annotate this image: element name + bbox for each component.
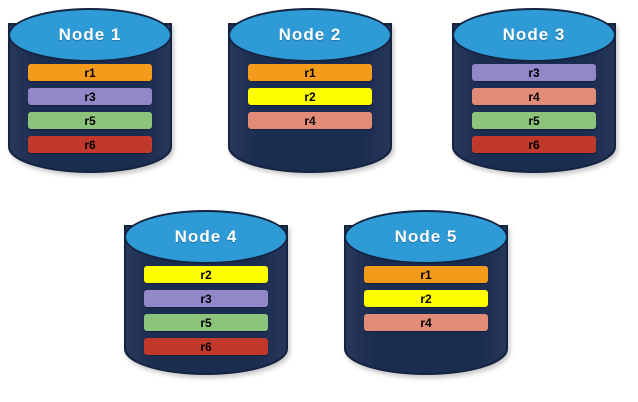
replica-bar[interactable]: r4 bbox=[364, 314, 488, 331]
replica-label: r2 bbox=[200, 267, 212, 282]
node-cylinder-3[interactable]: Node 3 r3 r4 r5 r6 bbox=[452, 8, 616, 188]
replica-label: r4 bbox=[304, 113, 316, 128]
replica-stack: r1 r2 r4 bbox=[228, 64, 392, 129]
cylinder-top: Node 4 bbox=[124, 210, 288, 264]
replica-stack: r1 r3 r5 r6 bbox=[8, 64, 172, 153]
replica-bar[interactable]: r2 bbox=[248, 88, 372, 105]
replica-bar[interactable]: r2 bbox=[144, 266, 268, 283]
replica-label: r2 bbox=[420, 291, 432, 306]
node-title: Node 4 bbox=[174, 227, 238, 246]
node-cylinder-1[interactable]: Node 1 r1 r3 r5 r6 bbox=[8, 8, 172, 188]
replica-label: r6 bbox=[528, 137, 540, 152]
replica-stack: r2 r3 r5 r6 bbox=[124, 266, 288, 355]
node-cylinder-5[interactable]: Node 5 r1 r2 r4 bbox=[344, 210, 508, 390]
replica-bar[interactable]: r6 bbox=[144, 338, 268, 355]
replica-label: r3 bbox=[528, 65, 540, 80]
replica-bar[interactable]: r3 bbox=[144, 290, 268, 307]
replica-stack: r1 r2 r4 bbox=[344, 266, 508, 331]
replica-label: r4 bbox=[420, 315, 432, 330]
replica-bar[interactable]: r6 bbox=[472, 136, 596, 153]
cylinder-top: Node 5 bbox=[344, 210, 508, 264]
replica-bar[interactable]: r6 bbox=[28, 136, 152, 153]
replica-label: r3 bbox=[200, 291, 212, 306]
replica-label: r5 bbox=[84, 113, 96, 128]
replica-bar[interactable]: r2 bbox=[364, 290, 488, 307]
replica-label: r4 bbox=[528, 89, 540, 104]
replica-bar[interactable]: r1 bbox=[364, 266, 488, 283]
cylinder-top: Node 1 bbox=[8, 8, 172, 62]
node-cylinder-4[interactable]: Node 4 r2 r3 r5 r6 bbox=[124, 210, 288, 390]
replica-bar[interactable]: r5 bbox=[472, 112, 596, 129]
replica-bar[interactable]: r3 bbox=[28, 88, 152, 105]
replica-label: r5 bbox=[200, 315, 212, 330]
replica-label: r6 bbox=[200, 339, 212, 354]
replica-label: r2 bbox=[304, 89, 316, 104]
replica-label: r1 bbox=[84, 65, 96, 80]
replica-bar[interactable]: r1 bbox=[248, 64, 372, 81]
replica-label: r1 bbox=[420, 267, 432, 282]
node-title: Node 1 bbox=[58, 25, 122, 44]
replica-bar[interactable]: r5 bbox=[144, 314, 268, 331]
node-title: Node 3 bbox=[502, 25, 566, 44]
replica-bar[interactable]: r4 bbox=[472, 88, 596, 105]
replica-bar[interactable]: r5 bbox=[28, 112, 152, 129]
replica-bar[interactable]: r4 bbox=[248, 112, 372, 129]
replica-bar[interactable]: r3 bbox=[472, 64, 596, 81]
replica-label: r5 bbox=[528, 113, 540, 128]
node-title: Node 5 bbox=[394, 227, 458, 246]
node-title: Node 2 bbox=[278, 25, 342, 44]
cylinder-top: Node 3 bbox=[452, 8, 616, 62]
node-cylinder-2[interactable]: Node 2 r1 r2 r4 bbox=[228, 8, 392, 188]
cylinder-top: Node 2 bbox=[228, 8, 392, 62]
replica-label: r6 bbox=[84, 137, 96, 152]
replica-stack: r3 r4 r5 r6 bbox=[452, 64, 616, 153]
replica-label: r1 bbox=[304, 65, 316, 80]
replica-label: r3 bbox=[84, 89, 96, 104]
replica-bar[interactable]: r1 bbox=[28, 64, 152, 81]
